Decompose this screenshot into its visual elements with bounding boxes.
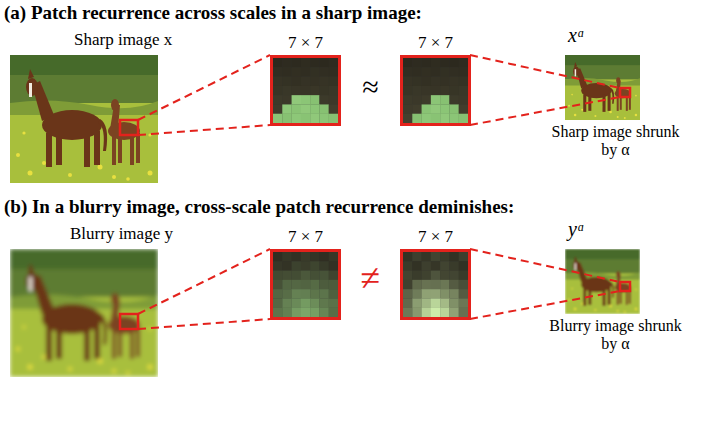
image-patch: 7 × 7 bbox=[400, 55, 471, 126]
panel-heading: (b) In a blurry image, cross-scale patch… bbox=[4, 196, 514, 218]
patch-size: 7 × 7 bbox=[288, 227, 323, 247]
patch-pixels bbox=[273, 252, 338, 317]
patch-pixels bbox=[403, 252, 468, 317]
image-label: Blurry image shrunk by α bbox=[548, 317, 683, 354]
blurry-image-small bbox=[565, 249, 640, 314]
zoom-line bbox=[138, 55, 620, 329]
patch-size: 7 × 7 bbox=[418, 33, 453, 53]
image-patch: 7 × 7 bbox=[270, 249, 341, 320]
image-symbol: yᵅ bbox=[568, 218, 585, 241]
image-label: Sharp image x bbox=[74, 30, 172, 50]
approx-symbol: ≈ bbox=[341, 70, 400, 105]
image-label: Blurry image y bbox=[70, 224, 173, 244]
patch-pixels bbox=[273, 58, 338, 123]
sharp-image bbox=[10, 55, 158, 183]
panel-heading: (a) Patch recurrence across scales in a … bbox=[4, 2, 422, 24]
image-symbol: xᵅ bbox=[568, 24, 585, 47]
sharp-image-small bbox=[565, 55, 640, 120]
image-patch: 7 × 7 bbox=[400, 249, 471, 320]
blurry-image bbox=[10, 249, 158, 377]
not-equal-symbol: ≠ bbox=[341, 258, 400, 299]
image-patch: 7 × 7 bbox=[270, 55, 341, 126]
patch-size: 7 × 7 bbox=[288, 33, 323, 53]
patch-size: 7 × 7 bbox=[418, 227, 453, 247]
patch-pixels bbox=[403, 58, 468, 123]
image-label: Sharp image shrunk by α bbox=[548, 123, 683, 160]
